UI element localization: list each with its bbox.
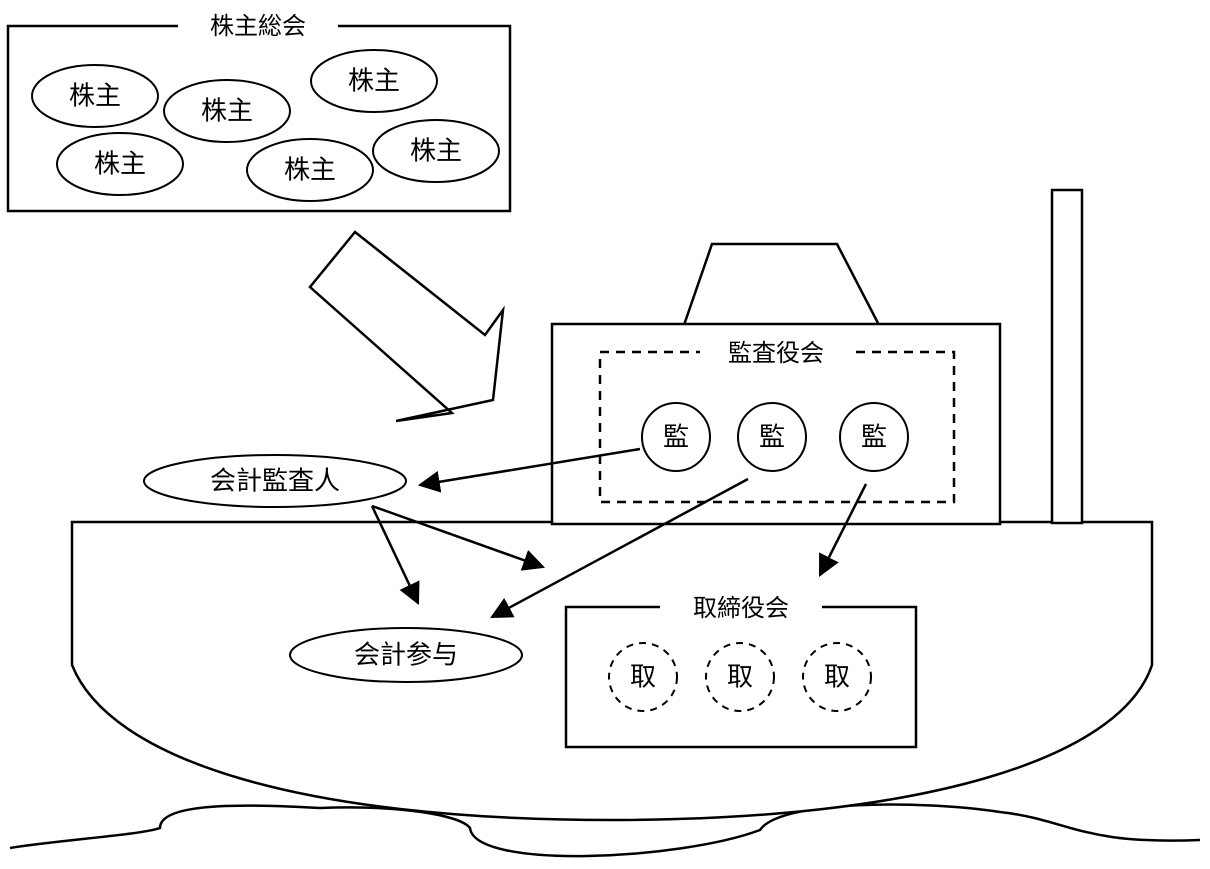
director-member-3: 取 [802, 642, 872, 712]
audit-member-3: 監 [839, 402, 909, 472]
audit-member-label: 監 [759, 423, 785, 453]
accounting-auditor-label: 会計監査人 [210, 467, 340, 497]
director-member-label: 取 [630, 663, 656, 693]
accounting-advisor: 会計参与 [289, 627, 523, 683]
shareholder-label: 株主 [348, 67, 400, 97]
audit-member-label: 監 [861, 423, 887, 453]
shareholders-meeting: 株主総会 株主 株主 株主 株主 株主 株主 [6, 12, 512, 213]
audit-member-label: 監 [663, 423, 689, 453]
arrow-auditor-to-advisor [370, 505, 420, 605]
shareholder-label: 株主 [284, 156, 336, 186]
shareholder-4: 株主 [56, 132, 184, 196]
shareholder-5: 株主 [246, 138, 374, 202]
shareholder-label: 株主 [201, 97, 253, 127]
big-arrow-shareholders-to-ship [308, 230, 505, 423]
audit-board: 監査役会 監 監 監 [598, 338, 956, 504]
arrow-audit-to-accounting-advisor [490, 477, 749, 619]
accounting-advisor-label: 会計参与 [354, 641, 458, 671]
shareholder-label: 株主 [69, 82, 121, 112]
arrow-audit-to-accounting-auditor [417, 447, 641, 493]
shareholder-label: 株主 [410, 137, 462, 167]
director-member-label: 取 [824, 663, 850, 693]
shareholder-label: 株主 [94, 150, 146, 180]
shareholder-1: 株主 [31, 64, 159, 128]
director-member-1: 取 [608, 642, 678, 712]
accounting-auditor: 会計監査人 [143, 454, 407, 508]
audit-member-2: 監 [737, 402, 807, 472]
sea-waves [9, 803, 1201, 858]
audit-member-1: 監 [641, 402, 711, 472]
director-member-2: 取 [705, 642, 775, 712]
director-member-label: 取 [727, 663, 753, 693]
audit-board-title: 監査役会 [728, 339, 824, 367]
arrow-audit-to-board [818, 483, 868, 577]
shareholder-2: 株主 [163, 79, 291, 143]
arrow-auditor-to-board [371, 504, 546, 571]
ship-chimney [1050, 188, 1084, 525]
relation-arrows [370, 447, 868, 619]
shareholder-6: 株主 [372, 119, 500, 183]
ship-bridge-top [682, 242, 882, 327]
shareholders-meeting-title: 株主総会 [210, 12, 306, 40]
board-of-directors: 取締役会 取 取 取 [564, 594, 918, 749]
shareholder-3: 株主 [310, 49, 438, 113]
board-of-directors-title: 取締役会 [693, 594, 789, 622]
